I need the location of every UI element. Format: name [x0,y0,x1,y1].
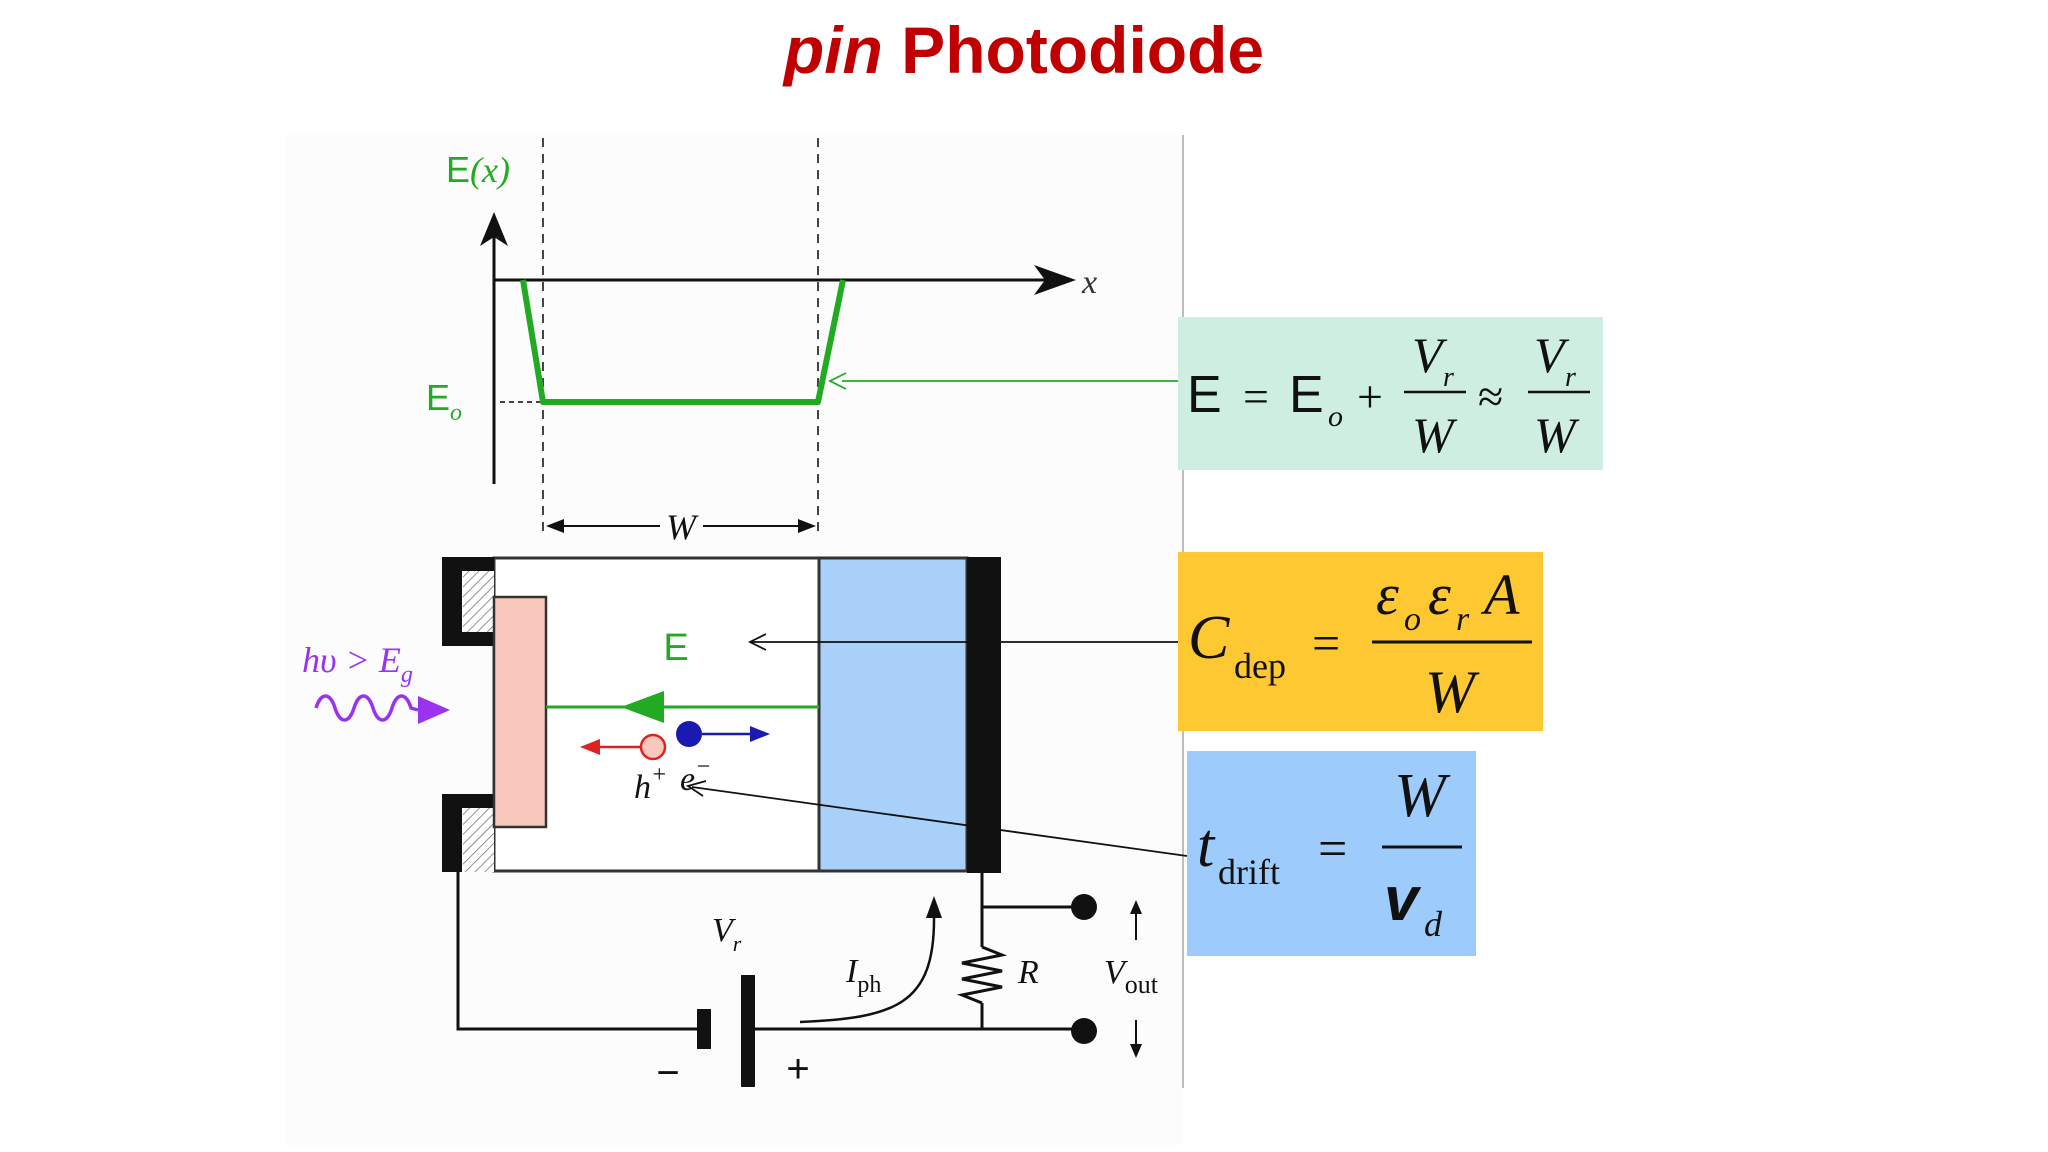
svg-text:=: = [1243,371,1269,422]
capacitance-formula: C dep = ε o ε r A W [1188,562,1532,725]
svg-text:A: A [1480,562,1520,627]
drift-formula: t drift = W v d [1197,762,1462,944]
x-axis-arrowhead [1034,265,1076,295]
title-rest: Photodiode [882,13,1265,87]
drift-pointer-arrow [691,786,1188,857]
w-arrowhead-left [546,519,564,533]
svg-text:o: o [1404,601,1421,638]
photon-label: hυ > Eg [302,640,413,688]
title-emphasis: pin [783,13,883,87]
svg-text:dep: dep [1234,646,1286,686]
svg-text:+: + [1357,371,1383,422]
bottom-contact-hatch [463,796,494,872]
svg-text:C: C [1188,604,1230,672]
y-axis-arrowhead [480,212,508,246]
field-profile-curve [520,279,846,405]
photocurrent-arrowhead [926,896,942,918]
svg-text:=: = [1318,821,1347,878]
field-formula: E = E o + V r W ≈ V r W [1187,327,1590,463]
capacitance-pointer-arrowhead [747,633,767,651]
svg-text:E: E [1187,366,1222,424]
svg-text:V: V [1412,327,1448,383]
svg-text:≈: ≈ [1478,371,1503,422]
svg-text:W: W [1534,407,1580,463]
battery-short-plate [697,1009,711,1049]
vout-arrowhead-up [1130,900,1142,914]
svg-text:ε: ε [1428,562,1451,627]
page-title: pin Photodiode [0,8,2048,92]
field-formula-box [1178,317,1603,470]
svg-text:t: t [1197,812,1216,880]
w-dimension-label: W [666,507,699,547]
svg-text:r: r [1456,601,1470,638]
battery-minus-sign: − [656,1051,679,1095]
photocurrent-label: Iph [845,953,881,998]
svg-text:d: d [1424,904,1443,944]
p-region [492,595,548,829]
field-pointer-arrowhead [827,372,847,390]
left-wire [456,872,702,1031]
photon-arrowhead [418,696,450,724]
svg-text:v: v [1384,865,1422,934]
photocurrent-arrow [799,915,936,1024]
hole-circle [639,733,667,761]
electron-dot [676,721,702,747]
top-contact [442,557,494,646]
y-axis-label: E(x) [446,149,510,190]
n-region [817,556,969,873]
output-terminal-bottom [1071,1018,1097,1044]
drift-formula-box [1187,751,1476,956]
w-arrowhead-right [798,519,816,533]
resistor [956,945,1008,1005]
svg-text:E: E [1289,366,1324,424]
svg-text:W: W [1412,407,1458,463]
field-arrowhead [621,691,664,723]
svg-text:drift: drift [1218,852,1280,892]
hole-label: h+ [634,762,667,806]
svg-text:o: o [1328,400,1343,433]
svg-text:V: V [1534,327,1570,383]
svg-text:ε: ε [1376,562,1399,627]
photon-wave [314,694,419,722]
eo-label: Eo [426,377,462,426]
electron-arrowhead [750,726,770,742]
vout-label: Vout [1104,954,1159,999]
x-axis-label: x [1081,264,1097,301]
drift-pointer-arrowhead [685,780,707,797]
bottom-contact [442,794,494,872]
svg-text:W: W [1425,659,1480,725]
output-terminal-top [1071,894,1097,920]
svg-text:W: W [1394,762,1451,830]
svg-text:r: r [1565,362,1576,393]
resistor-label: R [1017,954,1039,991]
vout-arrowhead-down [1130,1044,1142,1058]
svg-text:=: = [1312,615,1340,671]
back-contact [967,557,1001,873]
svg-text:r: r [1443,362,1454,393]
battery-long-plate [741,975,755,1087]
field-label: E [663,627,688,669]
hole-arrowhead [580,739,600,755]
battery-plus-sign: + [786,1047,809,1091]
